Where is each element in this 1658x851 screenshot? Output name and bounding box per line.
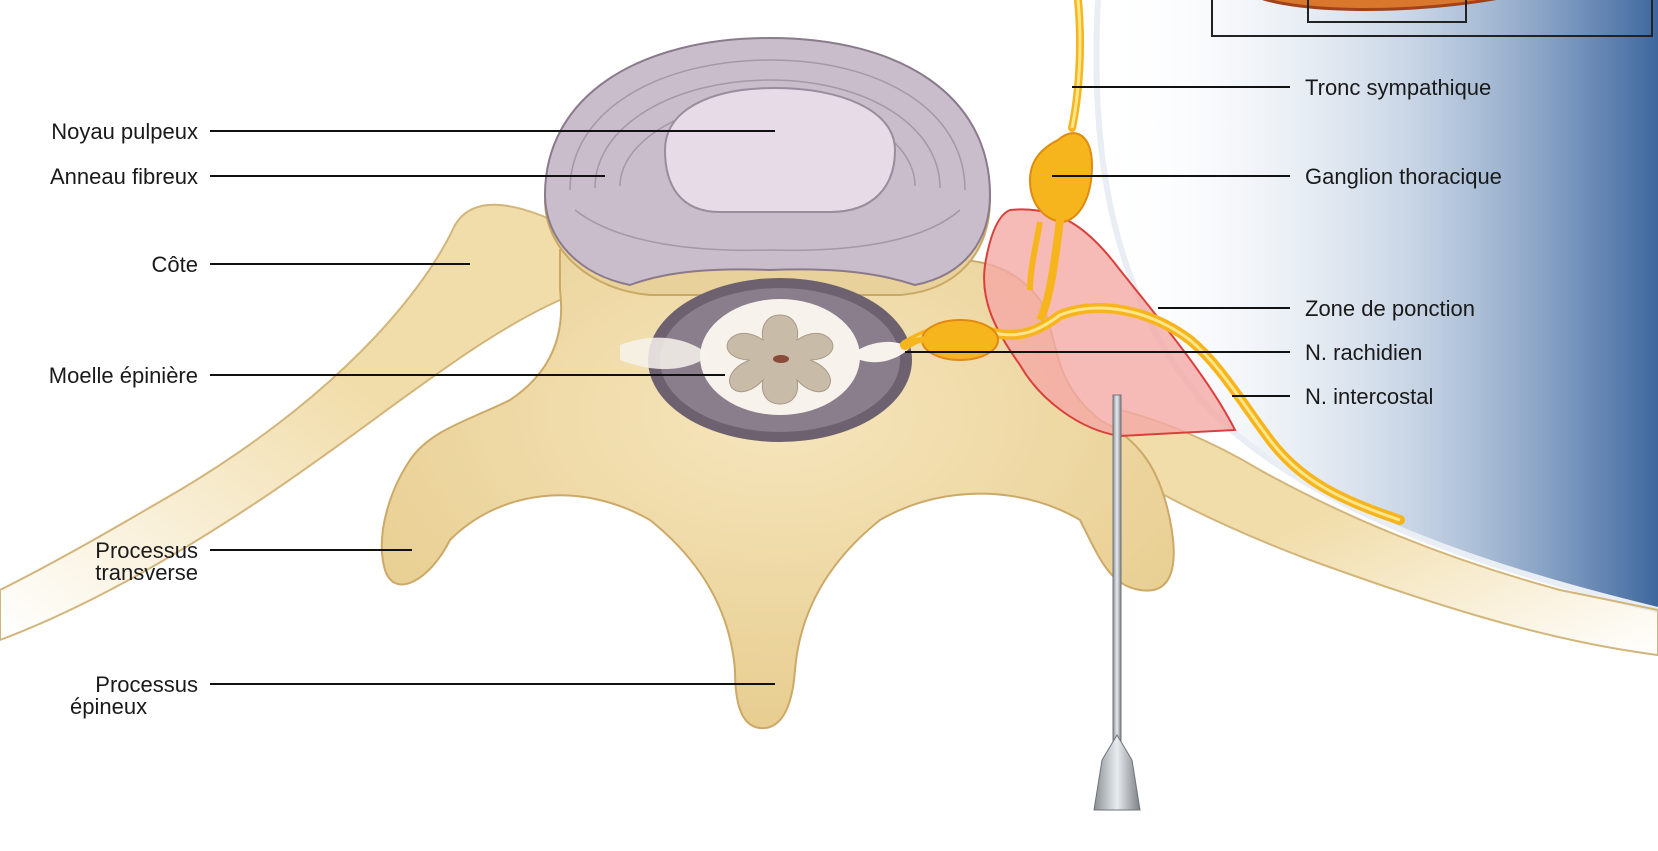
- label-anneau-fibreux: Anneau fibreux: [50, 164, 198, 189]
- label-processus-transverse-line2: transverse: [95, 560, 198, 585]
- label-n-rachidien: N. rachidien: [1305, 340, 1422, 365]
- label-moelle-epiniere: Moelle épinière: [49, 363, 198, 388]
- ganglion-thoracique: [1030, 133, 1092, 222]
- noyau-pulpeux: [665, 88, 895, 212]
- left-labels: Noyau pulpeux Anneau fibreux Côte Moelle…: [49, 119, 198, 719]
- label-noyau-pulpeux: Noyau pulpeux: [51, 119, 198, 144]
- label-ganglion-thoracique: Ganglion thoracique: [1305, 164, 1502, 189]
- label-n-intercostal: N. intercostal: [1305, 384, 1433, 409]
- label-tronc-sympathique: Tronc sympathique: [1305, 75, 1491, 100]
- label-zone-de-ponction: Zone de ponction: [1305, 296, 1475, 321]
- label-processus-epineux-line2: épineux: [70, 694, 147, 719]
- label-cote: Côte: [152, 252, 198, 277]
